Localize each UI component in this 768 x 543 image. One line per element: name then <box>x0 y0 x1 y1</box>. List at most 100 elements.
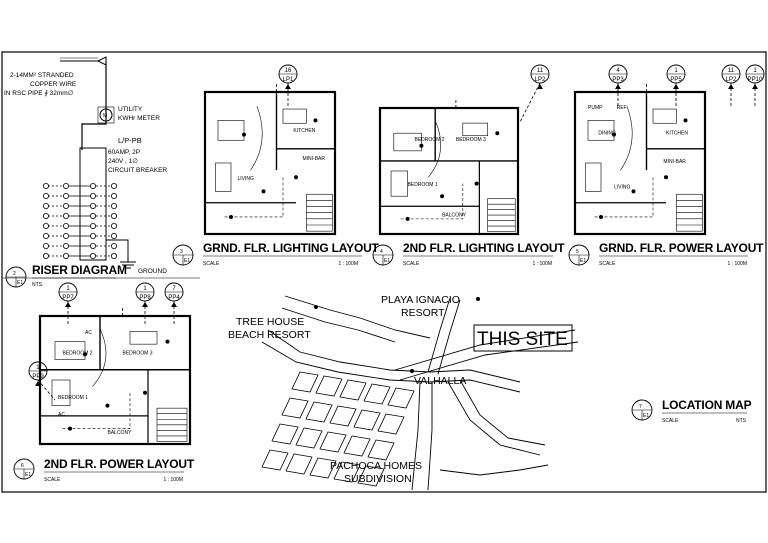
tag-circuit-count: 11 <box>537 68 544 74</box>
room-label: BALCONY <box>442 212 467 218</box>
subdivision-block <box>377 413 405 435</box>
scale-label: SCALE <box>662 418 679 424</box>
fixture-symbol <box>405 216 410 221</box>
furniture <box>129 331 158 345</box>
subdivision-block <box>353 409 381 431</box>
tag-arrow <box>537 84 543 89</box>
map-pachoca-2: SUBDIVISION <box>344 473 412 485</box>
breaker-terminal <box>111 182 118 189</box>
breaker-note-1: 60AMP, 2P <box>108 149 140 156</box>
title-number: 7 <box>639 404 642 410</box>
tag-panel: LP2 <box>726 77 737 83</box>
breaker-terminal-left <box>63 202 70 209</box>
breaker-terminal <box>111 252 118 259</box>
fixture-symbol <box>612 132 616 137</box>
furniture <box>462 122 488 137</box>
wiring-run <box>428 120 441 178</box>
fixture-symbol <box>683 118 688 123</box>
breaker-terminal-left <box>63 242 70 249</box>
kwh-meter-symbol <box>99 108 113 122</box>
furniture <box>282 108 307 124</box>
breaker-terminal-right <box>90 222 97 229</box>
fixture-symbol <box>229 214 233 219</box>
drawing-title: 2ND FLR. POWER LAYOUT <box>44 457 195 471</box>
room-label: BEDROOM 3 <box>456 137 486 143</box>
fixture-symbol <box>83 352 87 357</box>
room-label: BALCONY <box>108 430 133 436</box>
fixture-symbol <box>242 132 246 137</box>
fixture-symbol <box>68 426 72 431</box>
tag-circuit-count: 11 <box>728 68 735 74</box>
title-number: 4 <box>380 249 383 255</box>
breaker-terminal <box>111 202 118 209</box>
breaker-terminal <box>111 222 118 229</box>
tag-circuit-count: 4 <box>616 68 620 74</box>
wiring-run <box>250 106 263 171</box>
tag-panel: PP8 <box>139 295 151 301</box>
sheet-ref: E1 <box>25 472 31 478</box>
subdivision-block <box>343 435 371 457</box>
meter-note-1: UTILITY <box>118 106 143 113</box>
map-valhalla: VALHALLA <box>414 375 466 387</box>
map-tree-house-2: BEACH RESORT <box>228 329 311 341</box>
fixture-symbol <box>419 143 424 148</box>
wiring-run <box>224 177 284 218</box>
subdivision-block <box>319 431 347 453</box>
map-this-site: THIS SITE <box>477 329 568 350</box>
wiring-run <box>594 177 654 218</box>
subdivision-block <box>357 465 385 487</box>
title-number: 6 <box>21 463 24 469</box>
tag-panel: LP2 <box>535 77 546 83</box>
fixture-symbol <box>313 118 318 123</box>
breaker-note-2: 240V , 1∅ <box>108 158 138 165</box>
tag-panel: PP3 <box>612 77 624 83</box>
fixture-symbol <box>440 194 445 199</box>
breaker-terminal-right <box>90 232 97 239</box>
fixture-symbol <box>474 181 479 186</box>
location-map: TREE HOUSE BEACH RESORT PLAYA IGNACIO RE… <box>228 294 579 491</box>
room-label: PUMP <box>588 105 603 111</box>
tag-arrow <box>673 84 679 89</box>
tag-arrow <box>65 302 71 307</box>
room-label: REF <box>617 105 627 111</box>
scale-value: 1 : 100M <box>339 261 358 267</box>
sheet-ref: E1 <box>580 258 586 264</box>
tag-panel: PP5 <box>670 77 682 83</box>
room-label: DINING <box>598 131 616 137</box>
breaker-terminal <box>43 182 50 189</box>
breaker-terminal-right <box>90 182 97 189</box>
breaker-terminal <box>43 222 50 229</box>
subdivision-block <box>295 427 323 449</box>
branch-breakers <box>43 182 118 259</box>
meter-note-2: KWHr METER <box>118 115 160 122</box>
room-label: MINI-BAR <box>663 159 686 165</box>
furniture <box>215 162 232 192</box>
subdivision-block <box>363 383 391 405</box>
panel-label: L/P-PB <box>118 136 142 145</box>
wiring-run <box>62 392 131 429</box>
riser-wire-note-1: 2-14MM² STRANDED <box>10 72 74 79</box>
riser-wire-note-2: COPPER WIRE <box>30 81 77 88</box>
tag-arrow <box>752 84 758 89</box>
breaker-terminal <box>111 192 118 199</box>
fixture-symbol <box>294 175 298 180</box>
scale-label: SCALE <box>203 261 220 267</box>
breaker-terminal <box>43 252 50 259</box>
breaker-terminal-left <box>63 232 70 239</box>
breaker-note-3: CIRCUIT BREAKER <box>108 167 167 174</box>
exterior-wall <box>573 90 707 236</box>
breaker-terminal <box>43 242 50 249</box>
svg-text:M: M <box>103 113 107 119</box>
breaker-terminal <box>111 242 118 249</box>
breaker-terminal <box>43 202 50 209</box>
room-label: AC <box>85 330 92 336</box>
